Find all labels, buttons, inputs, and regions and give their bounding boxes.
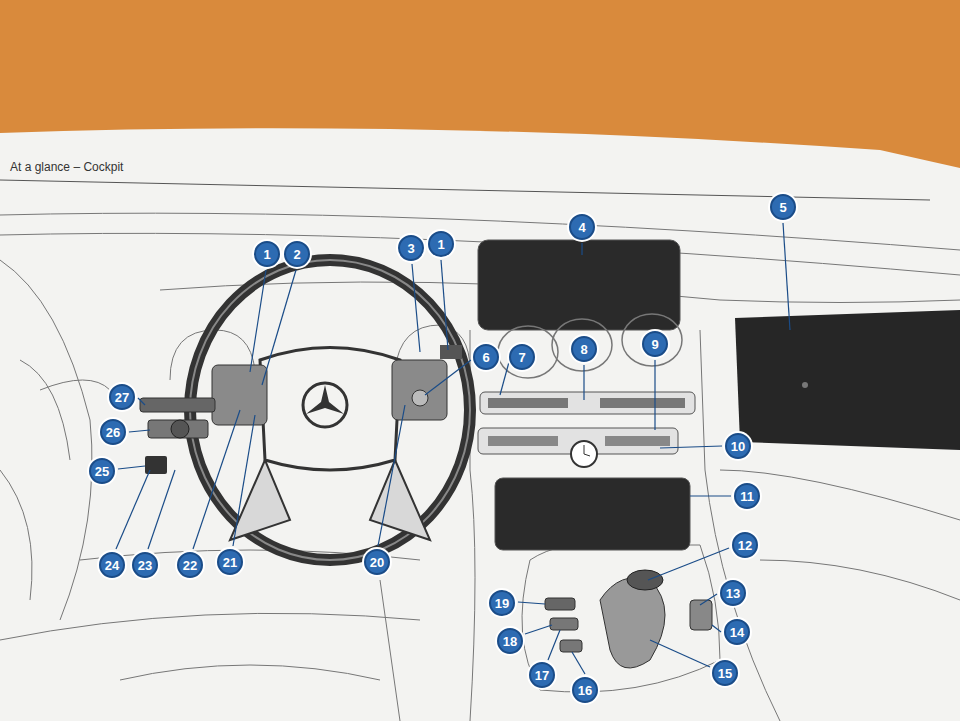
callout-text: 1 [263, 248, 270, 261]
callout-text: 13 [726, 587, 740, 600]
callout-number: 20 [364, 549, 390, 575]
callout-text: 23 [138, 559, 152, 572]
callout-number: 1 [254, 241, 280, 267]
callout-text: 22 [183, 559, 197, 572]
callout-number: 17 [529, 662, 555, 688]
callout-text: 5 [779, 201, 786, 214]
callout-text: 21 [223, 556, 237, 569]
callout-text: 24 [105, 559, 119, 572]
callout-number: 27 [109, 384, 135, 410]
callout-number: 1 [428, 231, 454, 257]
callout-number: 12 [732, 532, 758, 558]
callout-number: 8 [571, 336, 597, 362]
callout-text: 10 [731, 440, 745, 453]
callout-text: 1 [437, 238, 444, 251]
callout-text: 7 [518, 351, 525, 364]
callout-text: 17 [535, 669, 549, 682]
callout-text: 18 [503, 635, 517, 648]
callout-text: 4 [578, 221, 585, 234]
control-panels [478, 392, 695, 467]
light-switch-panel [140, 398, 215, 474]
callout-text: 11 [740, 490, 754, 503]
callout-number: 9 [642, 331, 668, 357]
line-art [0, 213, 960, 721]
callout-text: 15 [718, 667, 732, 680]
page-heading: At a glance – Cockpit [10, 160, 123, 174]
callout-number: 11 [734, 483, 760, 509]
callout-number: 10 [725, 433, 751, 459]
callout-number: 22 [177, 552, 203, 578]
callout-text: 8 [580, 343, 587, 356]
steering-wheel [190, 260, 470, 560]
callout-number: 2 [284, 241, 310, 267]
callout-text: 26 [106, 426, 120, 439]
callout-number: 6 [473, 344, 499, 370]
callout-text: 27 [115, 391, 129, 404]
callout-text: 9 [651, 338, 658, 351]
callout-number: 14 [724, 619, 750, 645]
callout-text: 16 [578, 684, 592, 697]
callout-text: 14 [730, 626, 744, 639]
callout-text: 6 [482, 351, 489, 364]
page [0, 128, 960, 721]
callout-number: 7 [509, 344, 535, 370]
media-display [478, 240, 680, 330]
callout-number: 19 [489, 590, 515, 616]
callout-number: 4 [569, 214, 595, 240]
callout-number: 25 [89, 458, 115, 484]
stowage-compartment [495, 478, 690, 550]
callout-number: 3 [398, 235, 424, 261]
callout-number: 23 [132, 552, 158, 578]
leader-lines [116, 223, 790, 674]
callout-number: 13 [720, 580, 746, 606]
callout-text: 25 [95, 465, 109, 478]
glove-box-area [735, 310, 960, 450]
callout-number: 21 [217, 549, 243, 575]
console-controls [545, 570, 712, 668]
callout-text: 2 [293, 248, 300, 261]
callout-number: 24 [99, 552, 125, 578]
callout-text: 20 [370, 556, 384, 569]
callout-number: 18 [497, 628, 523, 654]
callout-number: 15 [712, 660, 738, 686]
callout-text: 3 [407, 242, 414, 255]
callout-text: 19 [495, 597, 509, 610]
callout-number: 5 [770, 194, 796, 220]
callout-text: 12 [738, 539, 752, 552]
callout-number: 26 [100, 419, 126, 445]
callout-number: 16 [572, 677, 598, 703]
